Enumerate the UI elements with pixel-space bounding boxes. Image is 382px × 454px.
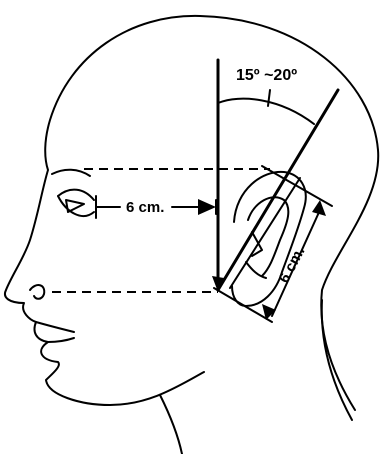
ear-outer [232, 172, 306, 306]
upper-lip [36, 322, 74, 332]
eye-to-ear-label: 6 cm. [126, 199, 164, 216]
eye-ear-arrowhead [198, 199, 216, 215]
eye-upper-lid [58, 190, 94, 200]
neck-back-line [322, 300, 352, 420]
eye-lower-lid [58, 196, 94, 216]
angle-label: 15º ~20º [236, 67, 297, 84]
angle-arc-tick [268, 90, 270, 106]
lower-lip [48, 338, 74, 342]
eye-iris [66, 200, 84, 212]
angle-arc [218, 99, 314, 124]
ear-height-label: 6 cm. [276, 244, 309, 286]
neck-front-line [160, 395, 182, 454]
ear-axis-line [218, 90, 338, 290]
nostril [30, 285, 44, 299]
eyebrow [52, 170, 90, 176]
